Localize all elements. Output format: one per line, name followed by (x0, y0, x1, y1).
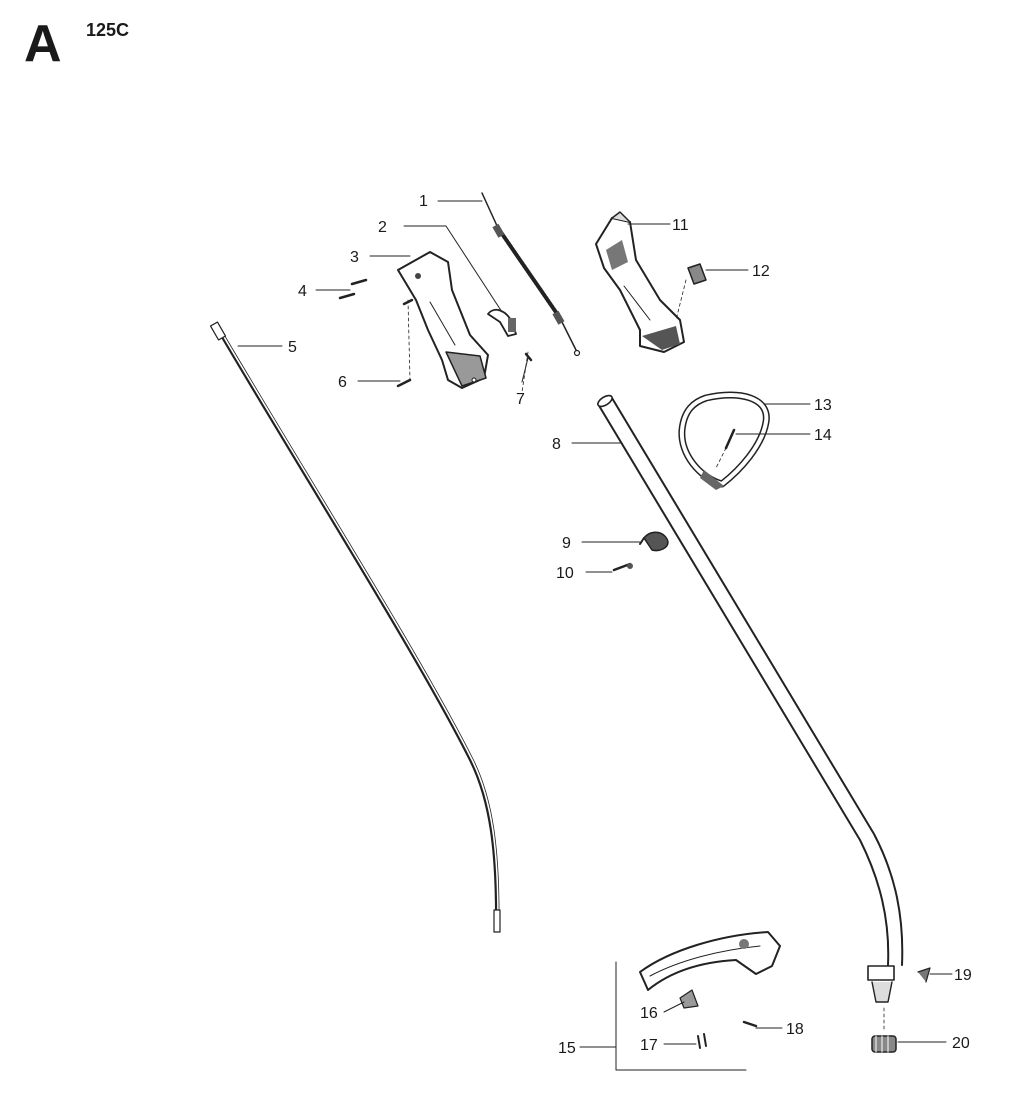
section-letter: A (24, 15, 62, 73)
model-label: 125C (86, 20, 130, 40)
nut-20 (871, 1035, 897, 1053)
callout-9: 9 (562, 535, 571, 552)
callout-4: 4 (298, 283, 307, 300)
callout-5: 5 (288, 339, 297, 356)
clip-12 (675, 263, 707, 321)
callout-15: 15 (558, 1040, 576, 1057)
screws-6 (396, 298, 414, 388)
screw-14 (715, 428, 736, 469)
leader-lines (237, 200, 953, 1048)
handle-housing (397, 251, 489, 389)
loop-handle (678, 391, 770, 490)
callout-6: 6 (338, 374, 347, 391)
callout-16: 16 (640, 1005, 658, 1022)
callout-labels: 1 2 3 4 5 6 7 8 9 10 11 12 13 14 15 16 1… (288, 193, 972, 1057)
callout-13: 13 (814, 397, 832, 414)
throttle-handle (595, 211, 685, 353)
callout-17: 17 (640, 1037, 658, 1054)
trimmer-guard (639, 931, 781, 1009)
bolt-10 (612, 562, 633, 572)
callout-7: 7 (516, 391, 525, 408)
throttle-cable (481, 192, 581, 357)
callout-19: 19 (954, 967, 972, 984)
callout-14: 14 (814, 427, 832, 444)
clamp-19 (867, 965, 931, 1031)
callout-2: 2 (378, 219, 387, 236)
drive-shaft (209, 321, 501, 933)
screws-4 (338, 278, 368, 300)
pin-7 (521, 351, 533, 393)
callout-3: 3 (350, 249, 359, 266)
callout-1: 1 (419, 193, 428, 210)
fasteners-17-18 (697, 1020, 758, 1049)
throttle-trigger (487, 308, 517, 337)
callout-12: 12 (752, 263, 770, 280)
callout-20: 20 (952, 1035, 970, 1052)
group-bracket-15 (615, 961, 747, 1071)
knob-9 (639, 531, 669, 552)
shaft-tube (597, 394, 904, 966)
callout-10: 10 (556, 565, 574, 582)
callout-8: 8 (552, 436, 561, 453)
callout-18: 18 (786, 1021, 804, 1038)
callout-11: 11 (672, 217, 689, 234)
